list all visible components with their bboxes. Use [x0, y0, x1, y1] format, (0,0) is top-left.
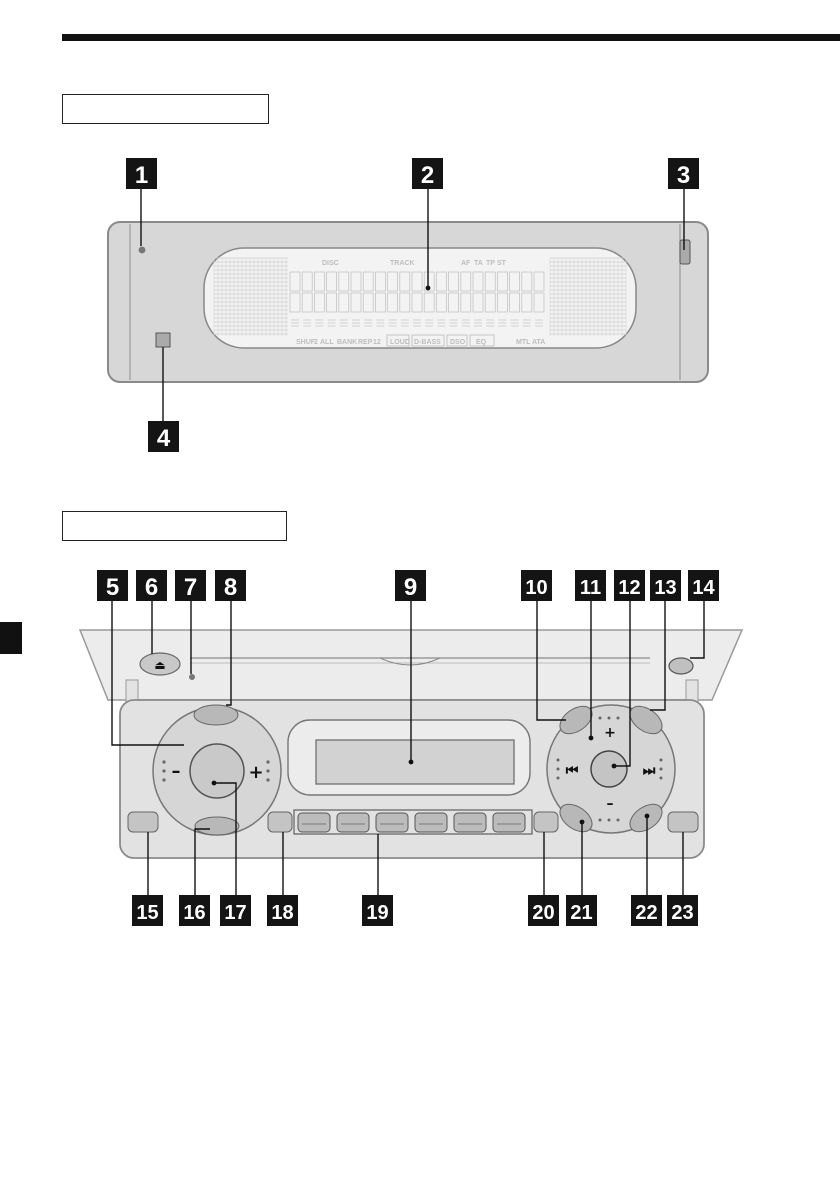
indicator-rep: REP: [358, 339, 373, 346]
callout-9: 9: [395, 570, 426, 601]
svg-text:23: 23: [671, 902, 693, 924]
svg-text:21: 21: [570, 902, 592, 924]
indicator-shuf: SHUF: [296, 339, 316, 346]
svg-text:15: 15: [136, 902, 158, 924]
callout-21: 21: [566, 895, 597, 926]
indicator-loud: LOUD: [390, 339, 410, 346]
callout-labels: 1 2 3 4 5 6 7 8 9 10 11 12 13 14 15 16 1…: [97, 158, 719, 926]
svg-text:8: 8: [224, 574, 237, 601]
svg-text:14: 14: [692, 577, 715, 599]
svg-text:6: 6: [145, 574, 158, 601]
dsp-button[interactable]: [555, 799, 597, 838]
svg-text:5: 5: [106, 574, 119, 601]
display-panel: DISC TRACK AF TA TP ST SHUF 2 ALL BANK R…: [107, 221, 709, 383]
callout-4: 4: [148, 421, 179, 452]
mode-button[interactable]: [194, 816, 240, 836]
svg-text:1: 1: [135, 162, 148, 189]
section-tab: [0, 622, 22, 654]
callout-2: 2: [412, 158, 443, 189]
svg-text:12: 12: [618, 577, 640, 599]
callout-18: 18: [267, 895, 298, 926]
atta-button[interactable]: [667, 811, 699, 833]
display-button[interactable]: [267, 811, 293, 833]
section-box-display: [62, 94, 269, 124]
svg-text:13: 13: [654, 577, 676, 599]
volume-knob[interactable]: [189, 743, 245, 799]
callout-15: 15: [132, 895, 163, 926]
minus-icon: –: [172, 761, 181, 782]
plus-icon: +: [604, 725, 616, 741]
release-button[interactable]: [668, 657, 694, 675]
unit-display: [315, 739, 515, 785]
indicator-ta: TA: [474, 260, 483, 267]
callout-13: 13: [650, 570, 681, 601]
indicator-mtl: MTL: [516, 339, 531, 346]
enter-button[interactable]: [590, 750, 628, 788]
reset-hole-icon: [189, 674, 195, 680]
lcd-segment-grid: [213, 257, 627, 336]
indicator-tp: TP: [486, 260, 495, 267]
indicator-rep-num: 12: [373, 339, 381, 346]
callout-8: 8: [215, 570, 246, 601]
indicator-eq: EQ: [476, 339, 487, 346]
indicator-dso: DSO: [450, 339, 466, 346]
indicator-st: ST: [497, 260, 507, 267]
eject-icon: ⏏: [154, 658, 165, 672]
indicator-ata: ATA: [532, 339, 545, 346]
svg-text:22: 22: [635, 902, 657, 924]
callout-10: 10: [521, 570, 552, 601]
svg-text:7: 7: [184, 574, 197, 601]
indicator-all: ALL: [320, 339, 334, 346]
svg-text:9: 9: [404, 574, 417, 601]
callout-23: 23: [667, 895, 698, 926]
callout-1: 1: [126, 158, 157, 189]
svg-text:20: 20: [532, 902, 554, 924]
callout-19: 19: [362, 895, 393, 926]
header-rule: [62, 34, 840, 41]
svg-text:10: 10: [525, 577, 547, 599]
next-track-icon: ⏭: [643, 763, 656, 779]
release-button[interactable]: [679, 239, 691, 265]
svg-text:19: 19: [366, 902, 388, 924]
callout-5: 5: [97, 570, 128, 601]
indicator-shuf-num: 2: [314, 339, 318, 346]
leader-lines: [111, 188, 705, 895]
svg-text:18: 18: [271, 902, 293, 924]
menu-button[interactable]: [625, 701, 667, 740]
callout-17: 17: [220, 895, 251, 926]
source-button[interactable]: [193, 704, 239, 726]
off-button[interactable]: [127, 811, 159, 833]
callout-12: 12: [614, 570, 645, 601]
indicator-af: AF: [461, 260, 471, 267]
main-unit: ⏏ – +: [78, 629, 744, 859]
indicator-dbass: D-BASS: [414, 339, 441, 346]
callout-6: 6: [136, 570, 167, 601]
reset-hole-icon: [138, 246, 146, 254]
svg-text:2: 2: [421, 162, 434, 189]
svg-text:4: 4: [157, 425, 171, 452]
indicator-track: TRACK: [390, 260, 415, 267]
svg-text:3: 3: [677, 162, 690, 189]
plus-icon: +: [248, 762, 263, 783]
svg-text:16: 16: [183, 902, 205, 924]
eject-button[interactable]: [139, 652, 181, 676]
callout-3: 3: [668, 158, 699, 189]
callout-22: 22: [631, 895, 662, 926]
section-box-unit: [62, 511, 287, 541]
callout-16: 16: [179, 895, 210, 926]
svg-text:17: 17: [224, 902, 246, 924]
callout-14: 14: [688, 570, 719, 601]
callout-7: 7: [175, 570, 206, 601]
preset-buttons[interactable]: [297, 812, 526, 833]
callout-11: 11: [575, 570, 606, 601]
indicator-disc: DISC: [322, 260, 339, 267]
receptor-square: [155, 332, 171, 348]
minus-icon: –: [607, 796, 614, 812]
list-button[interactable]: [533, 811, 559, 833]
callout-20: 20: [528, 895, 559, 926]
previous-track-icon: ⏮: [566, 763, 579, 779]
svg-text:11: 11: [580, 577, 601, 599]
indicator-bank: BANK: [337, 339, 357, 346]
